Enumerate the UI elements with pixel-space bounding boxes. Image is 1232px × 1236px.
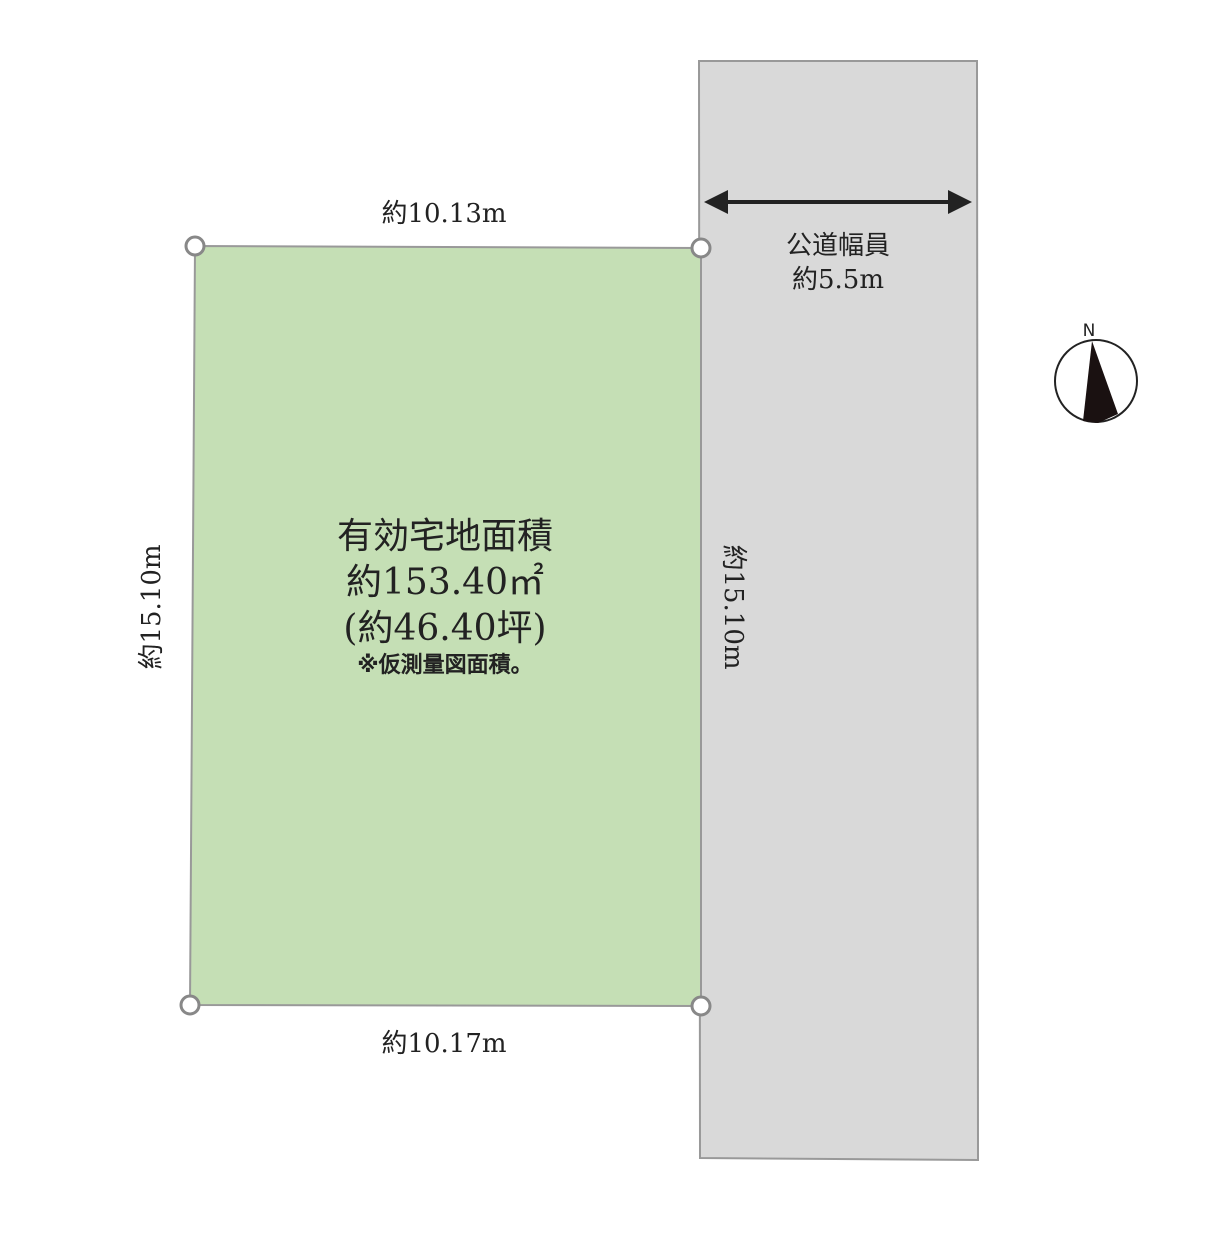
- plot-area-tsubo: (約46.40坪): [343, 608, 546, 649]
- corner-marker: [690, 995, 712, 1017]
- road-width: 約5.5m: [792, 265, 884, 295]
- corner-marker: [690, 237, 712, 259]
- corner-marker: [179, 994, 201, 1016]
- compass-north-label: N: [1083, 321, 1096, 341]
- bottom-dimension: 約10.17m: [381, 1029, 506, 1059]
- left-dimension: 約15.10m: [137, 544, 167, 669]
- north-compass-icon: N: [1054, 321, 1138, 423]
- corner-marker: [184, 235, 206, 257]
- top-dimension: 約10.13m: [381, 199, 506, 229]
- plot-note: ※仮測量図面積。: [357, 653, 532, 678]
- plot-area-sqm: 約153.40㎡: [346, 561, 544, 603]
- right-dimension: 約15.10m: [718, 544, 748, 669]
- road-label: 公道幅員: [786, 231, 890, 261]
- plot-title: 有効宅地面積: [337, 516, 553, 557]
